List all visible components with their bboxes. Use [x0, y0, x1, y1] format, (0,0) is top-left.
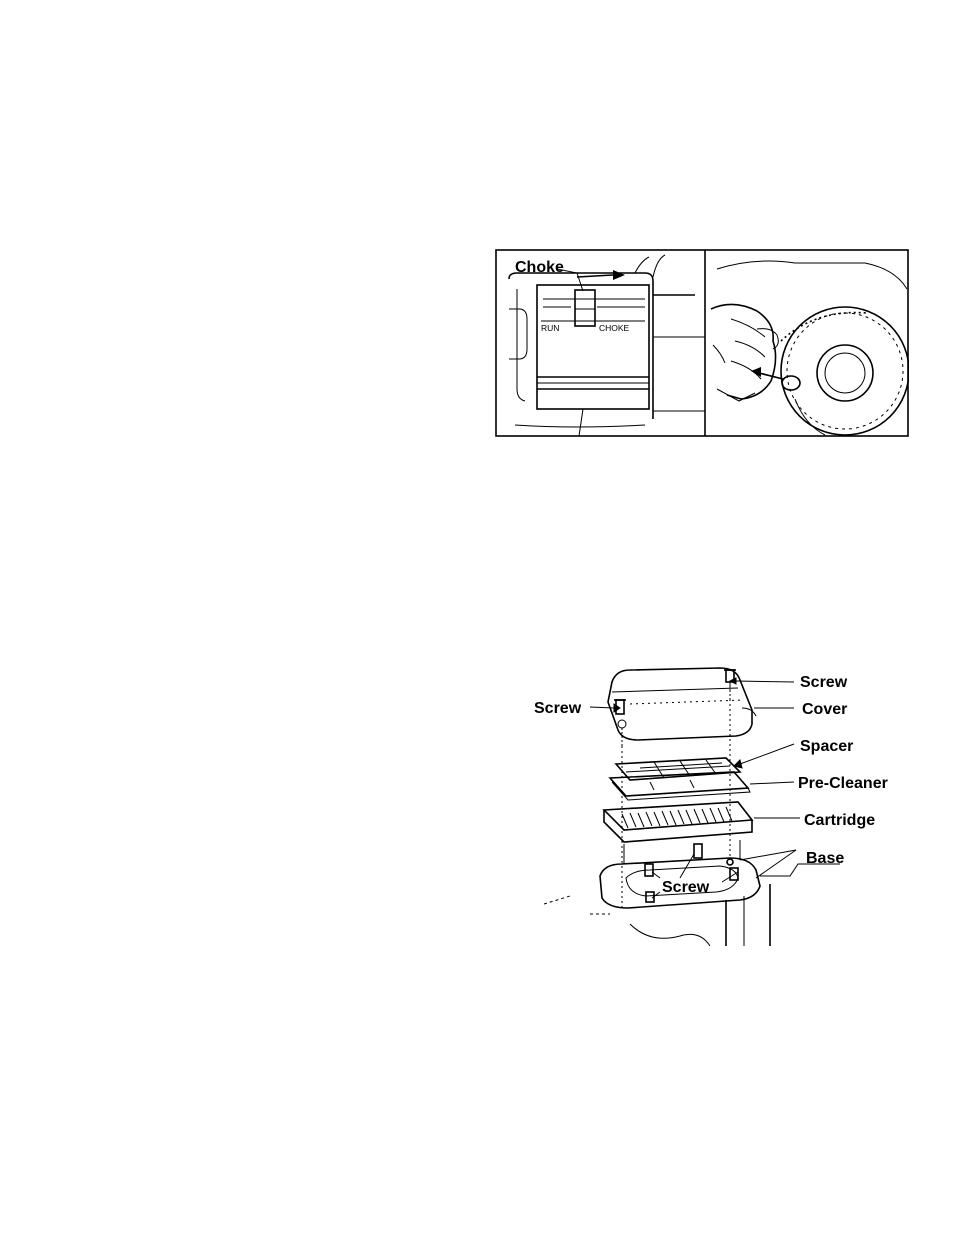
air-cleaner-figure: Screw Screw Cover Spacer Pre-Cleaner Car…: [530, 664, 890, 946]
pre-cleaner-label: Pre-Cleaner: [798, 775, 888, 792]
pull-arrow-icon: [751, 367, 761, 377]
run-label: RUN: [541, 323, 559, 333]
base-label: Base: [806, 850, 844, 867]
arrow-icon: [613, 270, 625, 280]
screw-bottom-label: Screw: [662, 879, 710, 896]
recoil-starter-panel: [711, 261, 909, 435]
choke-position-label: CHOKE: [599, 323, 630, 333]
screw-top-label: Screw: [800, 674, 848, 691]
screw-left-label: Screw: [534, 700, 582, 717]
choke-panel: Choke RUN CHOKE: [509, 255, 705, 436]
cover-label: Cover: [802, 701, 847, 718]
air-cleaner-illustration: Screw Screw Cover Spacer Pre-Cleaner Car…: [530, 664, 890, 946]
figure-frame: [496, 250, 908, 436]
choke-figure: Choke RUN CHOKE: [495, 249, 909, 437]
choke-label: Choke: [515, 259, 564, 276]
cartridge-label: Cartridge: [804, 812, 875, 829]
choke-illustration: Choke RUN CHOKE: [495, 249, 909, 437]
spacer-label: Spacer: [800, 738, 853, 755]
